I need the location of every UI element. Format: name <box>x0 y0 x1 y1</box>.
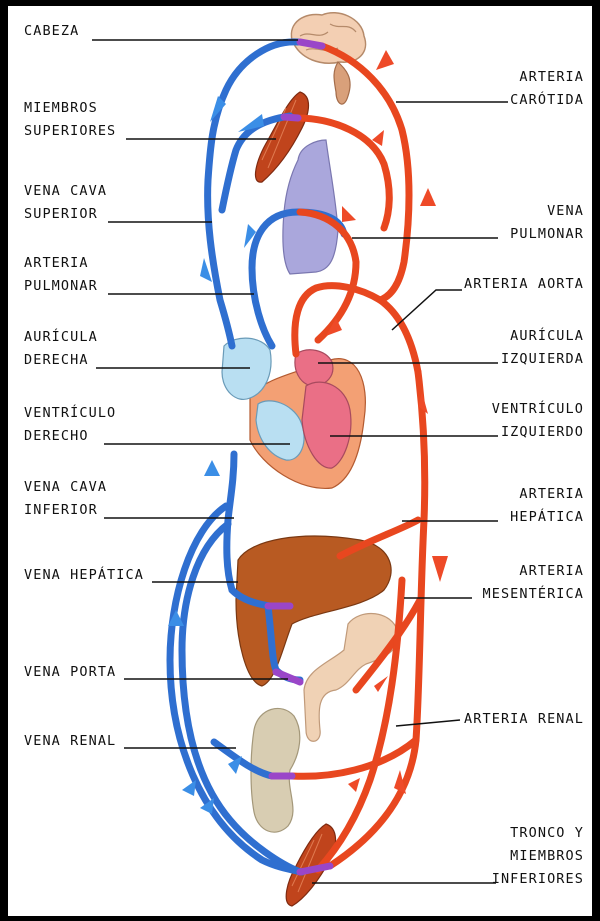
label-vena-renal: VENA RENAL <box>24 730 116 753</box>
brain <box>291 13 365 104</box>
label-arteria-renal: ARTERIA RENAL <box>464 708 584 731</box>
label-auricula-izquierda: AURÍCULA IZQUIERDA <box>501 325 584 371</box>
label-vena-cava-inferior: VENA CAVA INFERIOR <box>24 476 107 522</box>
arrow-artery <box>420 188 436 206</box>
label-ventriculo-derecho: VENTRÍCULO DERECHO <box>24 402 116 448</box>
lung <box>283 140 338 274</box>
arrow-artery <box>376 50 394 70</box>
arrow-artery <box>374 676 388 692</box>
label-arteria-carotida: ARTERIA CARÓTIDA <box>510 66 584 112</box>
heart <box>222 338 365 488</box>
label-vena-cava-superior: VENA CAVA SUPERIOR <box>24 180 107 226</box>
label-vena-porta: VENA PORTA <box>24 661 116 684</box>
arrow-artery <box>348 778 360 792</box>
arrow-vein <box>204 460 220 476</box>
arrow-artery <box>342 206 356 222</box>
label-ventriculo-izquierdo: VENTRÍCULO IZQUIERDO <box>492 398 584 444</box>
arrow-artery <box>432 556 448 582</box>
label-arteria-pulmonar: ARTERIA PULMONAR <box>24 252 98 298</box>
label-cabeza: CABEZA <box>24 20 79 43</box>
label-tronco-miembros-inferiores: TRONCO Y MIEMBROS INFERIORES <box>492 822 584 891</box>
label-vena-pulmonar: VENA PULMONAR <box>510 200 584 246</box>
label-auricula-derecha: AURÍCULA DERECHA <box>24 326 98 372</box>
label-miembros-superiores: MIEMBROS SUPERIORES <box>24 97 116 143</box>
label-arteria-hepatica: ARTERIA HEPÁTICA <box>510 483 584 529</box>
label-arteria-mesenterica: ARTERIA MESENTÉRICA <box>482 560 584 606</box>
label-vena-hepatica: VENA HEPÁTICA <box>24 564 144 587</box>
renal-artery-vessel <box>292 740 416 776</box>
arrow-vein <box>182 780 196 796</box>
label-arteria-aorta: ARTERIA AORTA <box>464 273 584 296</box>
